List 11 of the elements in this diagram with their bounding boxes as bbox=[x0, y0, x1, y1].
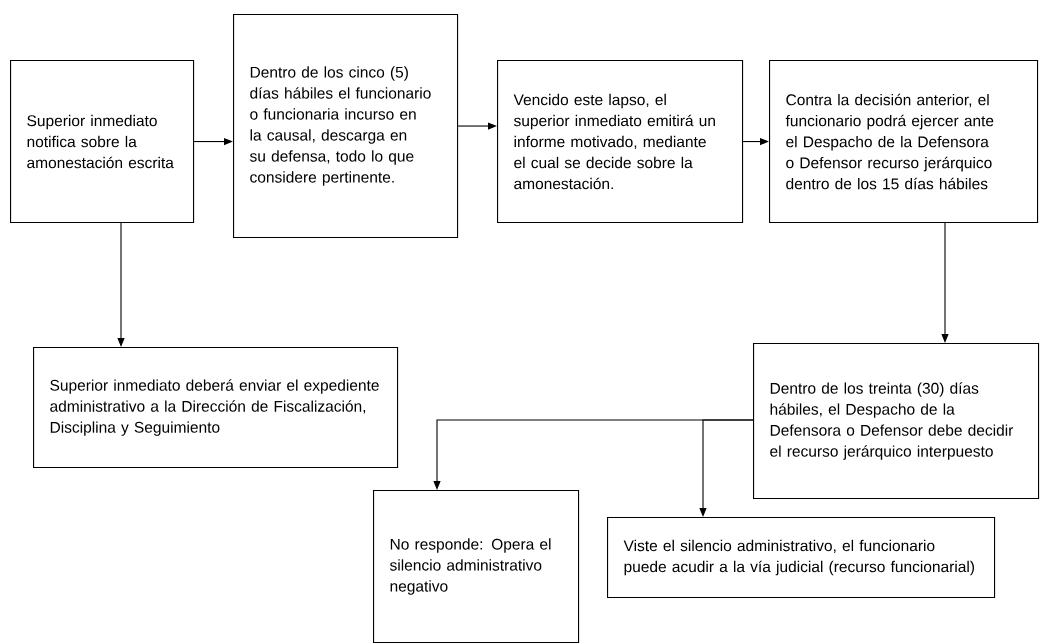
process-box: Dentro de los treinta (30) días hábiles, el Despacho de la Defensora o Defensor debe decidir el recurso jerárquico interpuesto bbox=[753, 343, 1040, 500]
process-box: Viste el silencio administrativo, el funcionario puede acudir a la vía judicial (recurso funcionarial) bbox=[607, 517, 996, 599]
process-box: Vencido este lapso, el superior inmediato emitirá un informe motivado, mediante el cual se decide sobre la amonestación. bbox=[497, 60, 744, 224]
arrow bbox=[457, 122, 497, 130]
process-box: Superior inmediato notifica sobre la amonestación escrita bbox=[10, 60, 195, 224]
arrow bbox=[117, 222, 125, 347]
arrow bbox=[941, 222, 949, 343]
process-box: Dentro de los cinco (5) días hábiles el funcionario o funcionaria incurso en la causal, descarga en su defensa, todo lo que considere pertinente. bbox=[233, 14, 459, 239]
process-box: Contra la decisión anterior, el funcionario podrá ejercer ante el Despacho de la Defensora o Defensor recurso jerárquico dentro de los 15 días hábiles bbox=[769, 60, 1039, 224]
process-box: No responde: Opera el silencio administrativo negativo bbox=[373, 489, 580, 644]
process-box: Superior inmediato deberá enviar el expediente administrativo a la Dirección de Fiscalización, Disciplina y Seguimiento bbox=[33, 346, 399, 469]
